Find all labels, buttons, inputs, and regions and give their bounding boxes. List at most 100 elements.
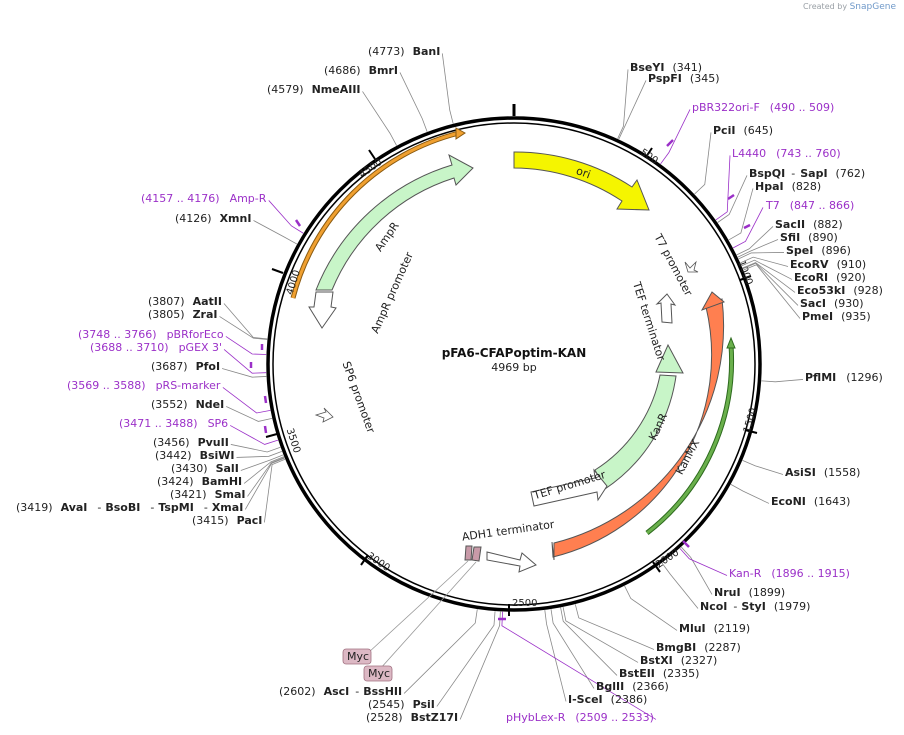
- site-sfii[interactable]: SfiI(890): [780, 231, 838, 244]
- site-bseyi[interactable]: BseYI(341): [630, 61, 702, 74]
- leader-line: [244, 457, 285, 510]
- tick-label-1000: 1000: [735, 259, 754, 287]
- primer-amp-r[interactable]: (4157 .. 4176)Amp-R: [141, 192, 267, 205]
- feature-adh1-terminator[interactable]: [486, 551, 537, 573]
- primer-pgex-3[interactable]: (3688 .. 3710)pGEX 3': [90, 341, 222, 354]
- site-psii[interactable]: (2545)PsiI: [368, 698, 435, 711]
- leader-line: [679, 548, 728, 576]
- tick-4000: [271, 268, 284, 274]
- leader-line: [732, 207, 764, 249]
- leader-line: [742, 262, 796, 293]
- myc-tag-2[interactable]: [363, 665, 393, 682]
- primer-l4440[interactable]: L4440(743 .. 760): [732, 147, 841, 160]
- leader-line: [223, 303, 268, 340]
- leader-line: [441, 53, 454, 124]
- primer-sp6[interactable]: (3471 .. 3488)SP6: [119, 417, 228, 430]
- site-bstxi[interactable]: BstXI(2327): [640, 654, 717, 667]
- snapgene-credit: Created by SnapGene: [803, 2, 896, 12]
- feature-myc-2[interactable]: [471, 546, 482, 562]
- primer-kan-r[interactable]: Kan-R(1896 .. 1915): [729, 567, 850, 580]
- site-multi-aval[interactable]: (3419)AvaI-BsoBI-TspMI-XmaI: [16, 501, 243, 514]
- site-saci[interactable]: SacI(930): [800, 297, 864, 310]
- site-pcii[interactable]: PciI(645): [713, 124, 773, 137]
- tick-label-1500: 1500: [742, 407, 760, 434]
- leader-line: [459, 611, 501, 720]
- leader-line: [680, 546, 713, 595]
- feature-t7-arrow[interactable]: [684, 260, 699, 273]
- leader-line: [247, 457, 285, 497]
- leader-line: [225, 336, 267, 355]
- feature-ampr[interactable]: [315, 153, 474, 291]
- site-nrui[interactable]: NruI(1899): [714, 586, 785, 599]
- leader-line: [728, 188, 754, 241]
- primer-pbrforeco[interactable]: (3748 .. 3766)pBRforEco: [78, 328, 224, 341]
- primer-prs-marker[interactable]: (3569 .. 3588)pRS-marker: [67, 379, 221, 392]
- feature-label-ampr-promoter: AmpR promoter: [369, 250, 417, 336]
- leader-line: [550, 609, 595, 689]
- site-pflmi[interactable]: PflMI(1296): [805, 371, 883, 384]
- site-bglii[interactable]: BglII(2366): [596, 680, 669, 693]
- feature-ampr-promoter[interactable]: [308, 291, 337, 329]
- site-econi[interactable]: EcoNI(1643): [771, 495, 850, 508]
- feature-ori[interactable]: [513, 151, 650, 211]
- backbone-outer: [266, 116, 762, 612]
- site-pfoi[interactable]: (3687)PfoI: [151, 360, 220, 373]
- site-bmgbi[interactable]: BmgBI(2287): [656, 641, 741, 654]
- feature-tef-promoter[interactable]: [530, 468, 608, 507]
- tick-4500: [368, 149, 376, 160]
- site-sacii[interactable]: SacII(882): [775, 218, 843, 231]
- site-bstz17i[interactable]: (2528)BstZ17I: [366, 711, 458, 724]
- site-bspqi-sapi[interactable]: BspQI-SapI(762): [749, 167, 865, 180]
- site-spei[interactable]: SpeI(896): [786, 244, 851, 257]
- site-hpai[interactable]: HpaI(828): [755, 180, 821, 193]
- site-sali[interactable]: (3430)SalI: [171, 462, 239, 475]
- primers: pBR322ori-F(490 .. 509) L4440(743 .. 760…: [67, 101, 854, 724]
- leader-line: [574, 604, 655, 650]
- site-eco53ki[interactable]: Eco53kI(928): [797, 284, 883, 297]
- site-pspfi[interactable]: PspFI(345): [648, 72, 720, 85]
- tick-3000: [360, 554, 369, 566]
- site-mlui[interactable]: MluI(2119): [679, 622, 750, 635]
- feature-sp6-arrow[interactable]: [314, 407, 334, 423]
- leader-line: [240, 454, 284, 471]
- site-xmni[interactable]: (4126)XmnI: [175, 212, 251, 225]
- feature-myc-1[interactable]: [464, 545, 473, 561]
- site-paci[interactable]: (3415)PacI: [192, 514, 262, 527]
- site-asisi[interactable]: AsiSI(1558): [785, 466, 860, 479]
- site-pvuii[interactable]: (3456)PvuII: [153, 436, 229, 449]
- site-asci-bsshii[interactable]: (2602)AscI-BssHII: [279, 685, 402, 698]
- site-i-scei[interactable]: I-SceI(2386): [568, 693, 647, 706]
- site-pmei[interactable]: PmeI(935): [802, 310, 871, 323]
- plasmid-name: pFA6-CFAPoptim-KAN: [442, 346, 587, 360]
- site-bsteii[interactable]: BstEII(2335): [619, 667, 699, 680]
- site-ncoi-styi[interactable]: NcoI-StyI(1979): [700, 600, 810, 613]
- myc-tag-1[interactable]: [342, 648, 372, 665]
- leader-line: [226, 406, 273, 422]
- primer-phyblex-r[interactable]: pHybLex-R(2509 .. 2533): [506, 711, 654, 724]
- tick-label-3500: 3500: [284, 427, 302, 455]
- feature-tef-terminator[interactable]: [655, 293, 677, 324]
- feature-label-ori: ori: [574, 164, 592, 181]
- leader-line: [743, 264, 801, 319]
- site-zrai[interactable]: (3805)ZraI: [148, 308, 218, 321]
- leader-line: [223, 349, 267, 374]
- site-bamhi[interactable]: (3424)BamHI: [157, 475, 242, 488]
- site-bmri[interactable]: (4686)BmrI: [324, 64, 398, 77]
- site-ecori[interactable]: EcoRI(920): [794, 271, 866, 284]
- site-smai[interactable]: (3421)SmaI: [170, 488, 245, 501]
- site-aatii[interactable]: (3807)AatII: [148, 295, 222, 308]
- leader-line: [501, 611, 657, 720]
- site-ecorv[interactable]: EcoRV(910): [790, 258, 866, 271]
- tick-1000: [739, 275, 752, 281]
- feature-kanr[interactable]: [594, 374, 677, 490]
- site-nmeaiii[interactable]: (4579)NmeAIII: [267, 83, 361, 96]
- primer-t7[interactable]: T7(847 .. 866): [765, 199, 854, 212]
- primer-pbr322ori-f[interactable]: pBR322ori-F(490 .. 509): [692, 101, 834, 114]
- leader-line: [544, 610, 567, 702]
- site-ndei[interactable]: (3552)NdeI: [151, 398, 224, 411]
- feature-label-sp6-promoter: SP6 promoter: [340, 360, 378, 436]
- site-bani[interactable]: (4773)BanI: [368, 45, 440, 58]
- feature-kanmx[interactable]: [551, 298, 725, 561]
- site-bsiwi[interactable]: (3442)BsiWI: [155, 449, 235, 462]
- leader-line: [761, 379, 804, 383]
